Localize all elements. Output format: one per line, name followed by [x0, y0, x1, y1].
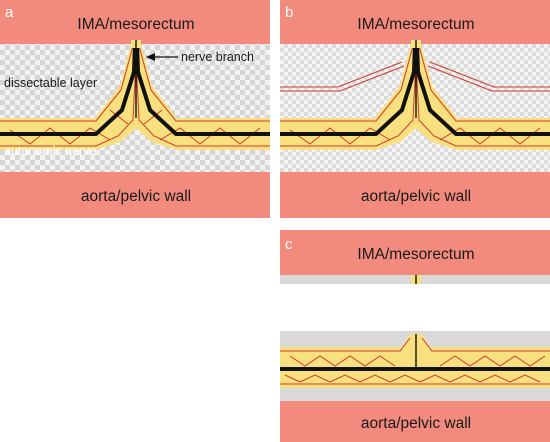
nerve-branch-label: nerve branch — [181, 50, 254, 64]
vessels-c — [280, 337, 550, 385]
panel-a-letter: a — [5, 4, 14, 21]
autonomic-nerve-a — [0, 44, 270, 136]
panel-c-top-label: IMA/mesorectum — [357, 246, 474, 263]
nerve-branch-arrow-head — [146, 53, 155, 61]
panel-c-bottom-label: aorta/pelvic wall — [361, 415, 471, 432]
panel-b-top-label: IMA/mesorectum — [357, 16, 474, 33]
aorta-pelvic-wall-block-a — [0, 172, 270, 218]
autonomic-nerve-b — [280, 44, 550, 136]
autonomic-nerve-label: autonomic nerve — [4, 144, 96, 158]
panel-b: b IMA/mesorectum aorta/pelvic wall — [280, 0, 550, 218]
fat-sheath-b — [280, 44, 550, 150]
ima-mesorectum-block-c — [280, 230, 550, 275]
panel-a-top-label: IMA/mesorectum — [77, 16, 194, 33]
vessels-a — [0, 45, 270, 147]
panel-b-letter: b — [285, 4, 293, 21]
dissectable-layer-label: dissectable layer — [4, 76, 97, 90]
aorta-pelvic-wall-block-c — [280, 401, 550, 442]
panel-a: a IMA/mesorectum aorta/pelvic wall nerve… — [0, 0, 270, 218]
panel-b-bottom-label: aorta/pelvic wall — [361, 188, 471, 205]
panel-c: c IMA/mesorectum aorta/pelvic wall — [280, 230, 550, 442]
panel-a-bottom-label: aorta/pelvic wall — [81, 188, 191, 205]
separated-fascia-b — [280, 61, 550, 92]
panel-c-letter: c — [285, 236, 293, 253]
ima-mesorectum-block-b — [280, 0, 550, 44]
ima-mesorectum-block-a — [0, 0, 270, 44]
fat-sheath — [0, 44, 270, 150]
fat-sheath-c — [280, 334, 550, 388]
aorta-pelvic-wall-block-b — [280, 172, 550, 218]
